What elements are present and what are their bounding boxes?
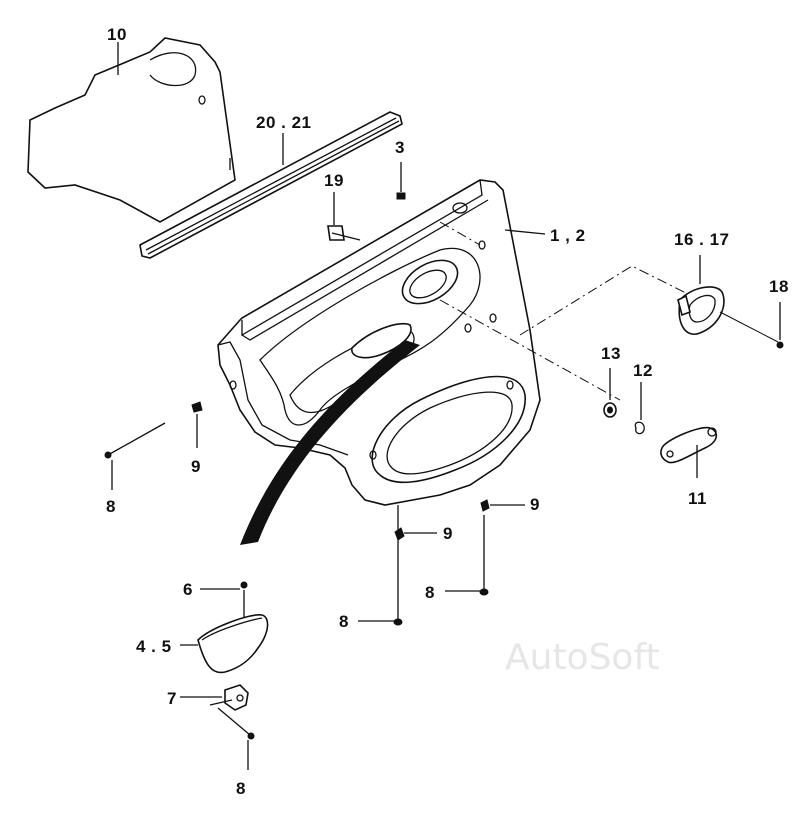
part-label-20-21: 20 . 21 bbox=[256, 113, 312, 132]
part-label-19: 19 bbox=[324, 171, 344, 190]
part-label-9-lower: 9 bbox=[443, 524, 453, 543]
part-label-8-center: 8 bbox=[339, 612, 349, 631]
clip-part-19 bbox=[327, 192, 361, 241]
screw-part-8-bottom bbox=[217, 707, 255, 770]
clip-part-9-right bbox=[480, 499, 525, 512]
part-label-11: 11 bbox=[688, 489, 707, 508]
clip-part-9-left bbox=[191, 401, 203, 448]
part-label-9-left: 9 bbox=[191, 457, 201, 476]
watermark: AutoSoft bbox=[505, 637, 660, 678]
clip-part-12 bbox=[634, 382, 645, 435]
part-label-1-2: 1 , 2 bbox=[550, 226, 586, 245]
part-label-9-right: 9 bbox=[530, 495, 540, 514]
part-label-18: 18 bbox=[769, 277, 789, 296]
pocket-cup-part bbox=[180, 614, 269, 674]
screw-part-8-right bbox=[445, 515, 489, 596]
part-label-13: 13 bbox=[601, 344, 621, 363]
lever-part-11 bbox=[660, 426, 718, 478]
bracket-part-7 bbox=[180, 684, 249, 711]
window-seal-strip-part bbox=[139, 111, 403, 259]
clip-part-9-lower bbox=[394, 527, 437, 541]
insulation-sheet-part bbox=[27, 37, 236, 223]
part-label-6: 6 bbox=[183, 580, 193, 599]
leader-line-lever bbox=[439, 299, 621, 401]
part-label-8-left: 8 bbox=[106, 497, 116, 516]
nut-part-13 bbox=[603, 368, 617, 418]
clip-part-3 bbox=[396, 162, 406, 200]
part-label-16-17: 16 . 17 bbox=[674, 230, 730, 249]
screw-part-6 bbox=[200, 581, 248, 620]
inner-door-handle-part bbox=[677, 255, 779, 343]
screw-part-8-center bbox=[358, 505, 403, 626]
part-label-7: 7 bbox=[167, 689, 177, 708]
leader-line-handle bbox=[519, 265, 701, 336]
part-label-8-right: 8 bbox=[425, 583, 435, 602]
part-label-3: 3 bbox=[395, 138, 405, 157]
part-label-12: 12 bbox=[633, 361, 653, 380]
part-label-10: 10 bbox=[107, 25, 127, 44]
part-label-4-5: 4 . 5 bbox=[136, 637, 172, 656]
door-trim-panel-part bbox=[217, 179, 546, 506]
part-label-8-bottom: 8 bbox=[236, 779, 246, 798]
door-strap bbox=[240, 340, 420, 545]
screw-part-18 bbox=[776, 302, 784, 349]
screw-part-8-left bbox=[104, 422, 166, 490]
